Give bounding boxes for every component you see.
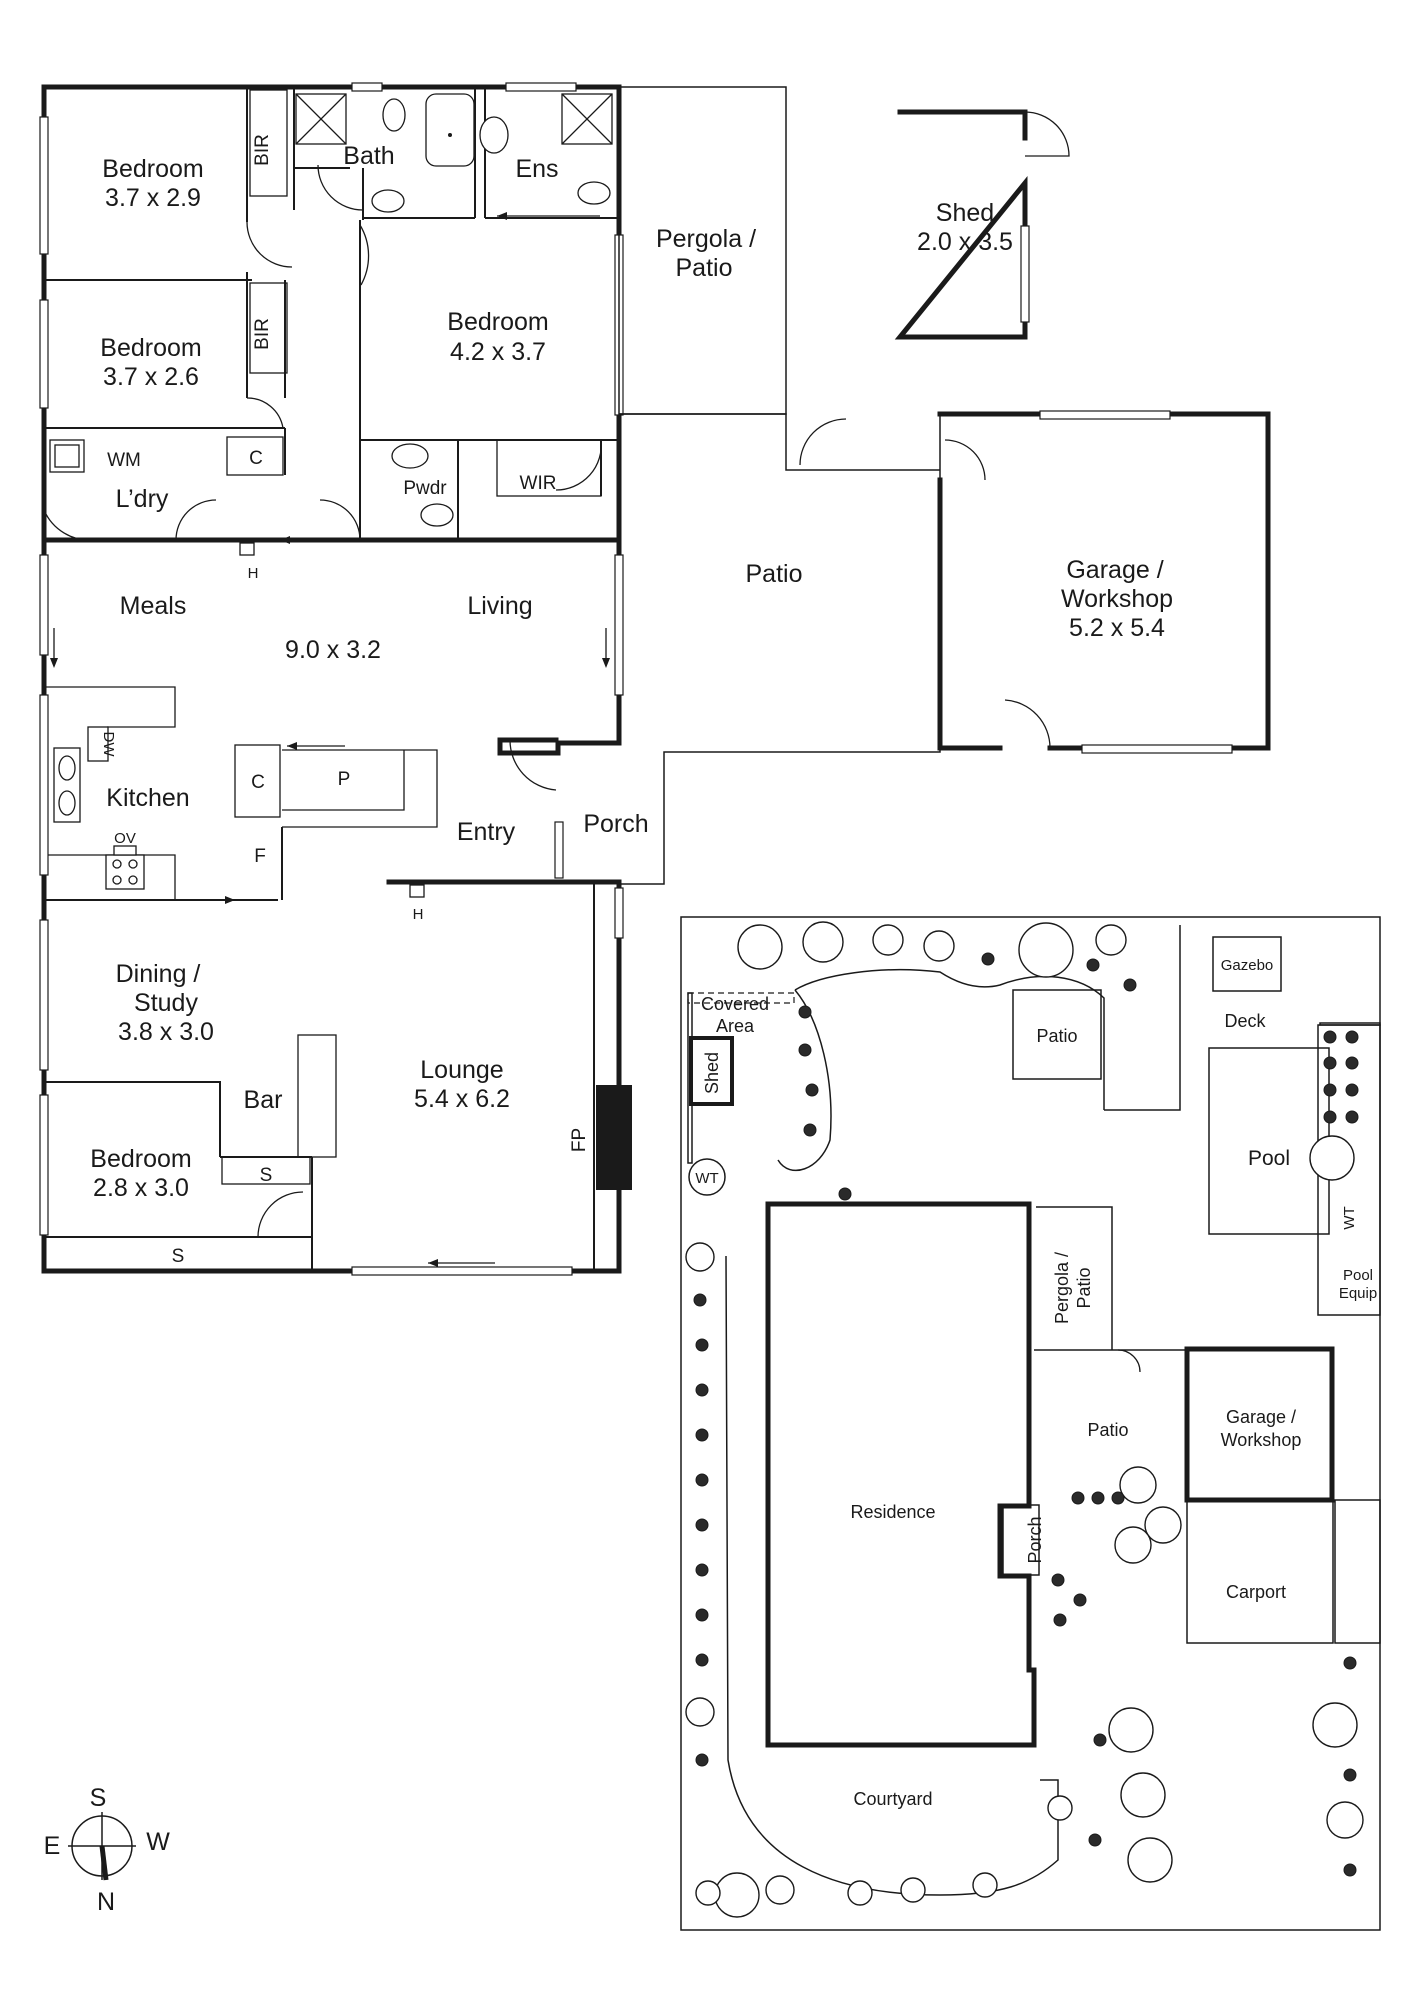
site-label-area: Area [716,1016,755,1036]
site-label-garage-1: Garage / [1226,1407,1296,1427]
label-bath: Bath [343,142,394,170]
label-ens: Ens [515,155,558,183]
site-label-gazebo: Gazebo [1221,957,1274,974]
room-name-workshop: Workshop [1061,585,1173,613]
room-name-lounge: Lounge [420,1056,503,1084]
house-floor-plan: Bedroom 3.7 x 2.9 Bedroom 3.7 x 2.6 Bedr… [39,82,1271,1276]
label-bar: Bar [244,1086,283,1114]
label-wir: WIR [520,473,557,494]
room-name-garage: Garage / [1066,556,1163,584]
site-labels: Covered Area Shed WT Patio Gazebo Deck P… [695,957,1377,1809]
outdoor-structures [618,86,1271,885]
site-label-pergola-patio: Patio [1074,1267,1094,1308]
residence-outline [765,1201,1037,1748]
doors [43,164,602,1238]
garden-path-curve [777,989,832,1171]
pergola-outline [1036,1206,1113,1350]
label-wm: WM [107,450,141,471]
room-dims-bedroom-1: 3.7 x 2.9 [105,184,201,212]
windows [39,82,624,1276]
label-s-1: S [260,1165,273,1186]
site-label-carport: Carport [1226,1582,1286,1602]
room-dims-dining: 3.8 x 3.0 [118,1018,214,1046]
room-dims-meals-living: 9.0 x 3.2 [285,636,381,664]
site-label-wt-2: WT [1341,1206,1358,1229]
label-c-2: C [251,772,265,793]
room-dims-bedroom-2: 3.7 x 2.6 [103,363,199,391]
label-f: F [254,846,266,867]
room-name-bedroom-4: Bedroom [90,1145,191,1173]
label-laundry: L’dry [116,485,169,513]
room-labels: Bedroom 3.7 x 2.9 Bedroom 3.7 x 2.6 Bedr… [90,134,1173,1267]
label-entry: Entry [457,818,516,846]
garden-shrubs [693,952,1359,1877]
label-ov: OV [114,830,136,847]
room-name-meals: Meals [120,592,187,620]
label-kitchen: Kitchen [106,784,189,812]
site-label-pergola: Pergola / [1052,1252,1072,1324]
compass-s: S [90,1784,107,1812]
label-s-2: S [172,1246,185,1267]
arrows [50,212,610,1267]
interior-walls [44,87,619,1271]
room-name-bedroom-2: Bedroom [100,334,201,362]
label-pergola: Pergola / [656,225,756,253]
site-label-wt: WT [695,1170,718,1187]
site-label-shed: Shed [702,1052,722,1094]
site-boundary [680,916,1381,1931]
garden-path-north [794,968,1105,1110]
label-fp: FP [569,1128,590,1152]
room-name-study: Study [134,989,198,1017]
compass-e: E [44,1832,61,1860]
label-c-1: C [249,448,263,469]
compass-w: W [146,1828,170,1856]
garden-trees [685,921,1364,1918]
label-heater-2: H [413,906,424,923]
room-name-bedroom-1: Bedroom [102,155,203,183]
room-dims-shed: 2.0 x 3.5 [917,228,1013,256]
site-label-pool-equip-1: Pool [1343,1267,1373,1284]
room-name-dining: Dining / [116,960,201,988]
site-label-residence: Residence [850,1502,935,1522]
room-name-living: Living [467,592,532,620]
label-bir-1: BIR [252,134,273,166]
room-dims-lounge: 5.4 x 6.2 [414,1085,510,1113]
compass-rose: S N E W [44,1784,171,1916]
site-label-covered: Covered [701,994,769,1014]
site-label-pool: Pool [1248,1147,1290,1170]
site-label-porch: Porch [1025,1516,1045,1563]
room-name-main-bedroom: Bedroom [447,308,548,336]
fixtures [49,93,632,1190]
pool-area-edge [1104,925,1181,1111]
label-pwdr: Pwdr [403,478,447,499]
label-pergola-patio: Patio [676,254,733,282]
site-plan: Covered Area Shed WT Patio Gazebo Deck P… [680,916,1381,1931]
room-dims-bedroom-4: 2.8 x 3.0 [93,1174,189,1202]
site-label-courtyard: Courtyard [853,1789,932,1809]
label-bir-2: BIR [252,318,273,350]
label-p: P [338,769,351,790]
exterior-walls [41,84,622,1274]
label-heater-1: H [248,565,259,582]
site-label-garage-2: Workshop [1221,1430,1302,1450]
room-dims-main-bedroom: 4.2 x 3.7 [450,338,546,366]
room-name-shed: Shed [936,199,994,227]
compass-n: N [97,1888,115,1916]
site-label-deck: Deck [1224,1011,1266,1031]
label-dw: DW [100,732,117,758]
label-porch: Porch [583,810,648,838]
room-dims-garage: 5.2 x 5.4 [1069,614,1165,642]
site-label-patio-top: Patio [1036,1026,1077,1046]
site-label-patio: Patio [1087,1420,1128,1440]
label-patio: Patio [746,560,803,588]
site-label-pool-equip-2: Equip [1339,1285,1377,1302]
